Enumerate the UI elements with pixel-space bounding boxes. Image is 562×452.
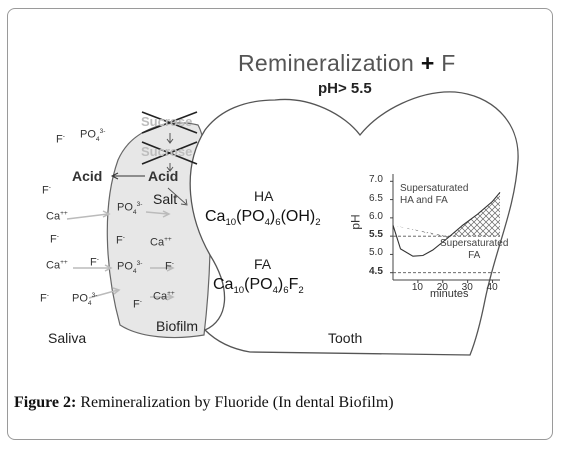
ion-flow-arrows	[66, 210, 175, 301]
y-tick-label-6.5: 6.5	[369, 192, 383, 204]
ph-curve-line	[392, 191, 501, 257]
salt-label: Salt	[153, 191, 178, 207]
supersaturated-hatch	[393, 192, 500, 238]
y-tick-label-6.0: 6.0	[369, 210, 383, 222]
biofilm-ion-ca2: Ca++	[153, 290, 175, 303]
title-fluoride: F	[441, 50, 456, 76]
chart-xlabel: minutes	[430, 288, 469, 300]
sucrose-mid-cross-b	[141, 141, 198, 165]
saliva-ion-po4-2: PO43-	[72, 292, 98, 307]
chart-ylabel: pH	[348, 214, 363, 230]
fa-label: FA	[254, 256, 272, 272]
caption-text: Remineralization by Fluoride (In dental …	[76, 394, 394, 411]
caption-label: Figure 2:	[14, 394, 77, 411]
sucrose-top-cross-b	[141, 111, 198, 134]
tooth-shape	[189, 91, 519, 356]
saliva-ion-f1: F-	[56, 133, 65, 146]
saliva-ion-f3: F-	[50, 233, 59, 246]
title-main: Remineralization	[238, 50, 415, 76]
acid-label-left: Acid	[72, 168, 103, 184]
x-tick-label-10: 10	[411, 282, 423, 293]
biofilm-ion-po4-2: PO43-	[117, 260, 143, 275]
ha-label: HA	[254, 188, 274, 204]
figure-frame	[7, 8, 553, 440]
x-tick-label-40: 40	[486, 282, 498, 293]
biofilm-ion-f1: F-	[116, 234, 125, 247]
biofilm-shape	[106, 122, 211, 339]
y-tick-label-4.5: 4.5	[369, 265, 383, 277]
y-tick-label-5.5: 5.5	[369, 229, 383, 241]
x-tick-label-30: 30	[461, 282, 473, 293]
saliva-ion-po4-1: PO43-	[80, 128, 106, 143]
biofilm-ion-ca1: Ca++	[150, 236, 172, 249]
saliva-ion-ca2: Ca++	[46, 259, 68, 272]
title-plus: +	[420, 50, 435, 76]
diagram-title: Remineralization + F	[238, 50, 456, 77]
figure-caption: Figure 2: Remineralization by Fluoride (…	[14, 394, 394, 412]
sucrose-arrow-1	[166, 133, 174, 144]
acid-label-right: Acid	[148, 168, 179, 184]
saliva-ion-f5: F-	[40, 292, 49, 305]
y-tick-label-7.0: 7.0	[369, 174, 383, 186]
salt-arrow	[167, 187, 188, 206]
biofilm-label: Biofilm	[156, 318, 199, 334]
y-tick-label-5.0: 5.0	[369, 247, 383, 259]
x-tick-label-20: 20	[436, 282, 448, 293]
ph-chart	[390, 174, 501, 283]
fa-formula: Ca10(PO4)6F2	[213, 276, 304, 297]
biofilm-ion-po4-1: PO43-	[117, 201, 143, 216]
saliva-label: Saliva	[48, 330, 87, 346]
saliva-ion-ca1: Ca++	[46, 210, 68, 223]
saliva-ion-f4: F-	[90, 256, 99, 269]
ph-condition: pH> 5.5	[318, 80, 372, 97]
saliva-ion-f2: F-	[42, 184, 51, 197]
sucrose-arrow-2	[166, 163, 174, 172]
acid-arrow	[110, 172, 145, 180]
tooth-label: Tooth	[328, 330, 363, 346]
biofilm-ion-f3: F-	[133, 298, 142, 311]
sucrose-label-mid: Sucrose	[141, 144, 193, 159]
sucrose-label-top: Sucrose	[141, 114, 193, 129]
biofilm-ion-f2: F-	[165, 260, 174, 273]
ha-formula: Ca10(PO4)6(OH)2	[205, 208, 321, 229]
